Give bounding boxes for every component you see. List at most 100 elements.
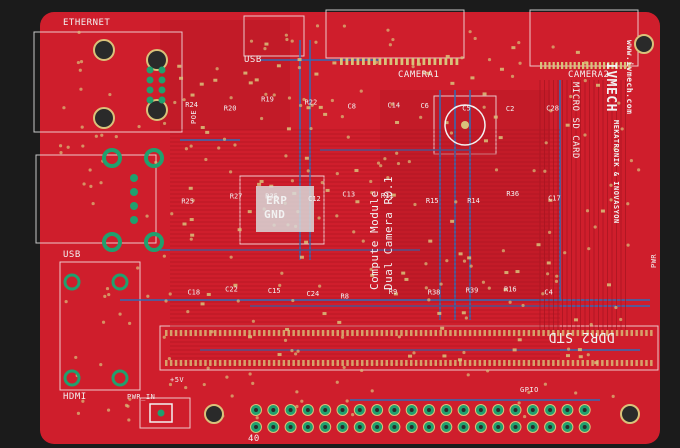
smd-pad xyxy=(337,320,342,324)
via xyxy=(346,135,350,139)
via xyxy=(222,137,227,141)
mounting-hole xyxy=(146,49,168,71)
via xyxy=(162,335,166,339)
component-outline xyxy=(159,325,659,371)
gpio-drill xyxy=(513,408,518,412)
via xyxy=(182,98,186,102)
usb-pin xyxy=(130,202,138,210)
via xyxy=(469,264,473,268)
via xyxy=(517,40,521,45)
via xyxy=(76,411,81,416)
ddr2-pad xyxy=(439,360,442,366)
via xyxy=(486,369,490,373)
ddr2-pad xyxy=(635,360,638,366)
camera1-pad xyxy=(356,58,360,65)
component-ref: R39 xyxy=(466,286,479,294)
ddr2-pad xyxy=(493,330,496,336)
via xyxy=(285,37,289,42)
ddr2-pad xyxy=(307,360,310,366)
via xyxy=(424,286,428,290)
smd-pad xyxy=(213,78,218,82)
ddr2-pad xyxy=(263,330,266,336)
camera1-pad xyxy=(389,58,393,65)
ddr2-pad xyxy=(365,330,369,336)
ddr2-pad xyxy=(209,330,212,336)
via xyxy=(62,106,66,110)
component-ref: R35 xyxy=(265,192,278,200)
via xyxy=(462,350,466,355)
smd-pad xyxy=(200,126,205,130)
via xyxy=(543,382,547,386)
gpio-drill xyxy=(513,425,518,429)
label-usb-side: USB xyxy=(63,250,81,260)
via xyxy=(583,79,587,83)
via xyxy=(283,338,288,342)
smd-pad xyxy=(189,218,194,222)
via xyxy=(617,101,621,105)
board-mount-hole xyxy=(634,34,654,54)
gpio-drill xyxy=(582,408,587,412)
via xyxy=(79,60,84,64)
ddr2-pad xyxy=(566,330,570,336)
via xyxy=(388,43,392,47)
via xyxy=(335,380,339,384)
via xyxy=(543,169,547,173)
via xyxy=(189,144,193,148)
via xyxy=(464,316,468,320)
ddr2-pad xyxy=(640,360,643,366)
ethernet-pin xyxy=(158,86,166,94)
ddr2-pad xyxy=(557,360,560,366)
component-ref: R36 xyxy=(506,190,519,198)
ddr2-pad xyxy=(184,360,188,366)
camera1-pad xyxy=(433,58,437,65)
camera1-pad xyxy=(455,58,459,65)
inductor-center xyxy=(461,121,469,129)
ddr2-pad xyxy=(405,330,408,336)
via xyxy=(136,266,140,270)
smd-pad xyxy=(237,228,242,232)
ddr2-pad xyxy=(606,360,609,366)
gpio-drill xyxy=(478,408,483,412)
smd-pad xyxy=(483,139,488,143)
smd-pad xyxy=(393,292,398,296)
ddr2-pad xyxy=(463,330,467,336)
ddr2-pad xyxy=(277,330,281,336)
camera2-pad xyxy=(603,62,606,69)
smd-pad xyxy=(297,58,302,62)
gpio-drill xyxy=(409,425,414,429)
ddr2-pad xyxy=(400,330,403,336)
ddr2-pad xyxy=(204,330,207,336)
ddr2-pad xyxy=(576,360,580,366)
camera2-pad xyxy=(590,62,593,69)
via xyxy=(202,382,206,387)
via xyxy=(369,179,373,184)
ddr2-pad xyxy=(312,360,315,366)
via xyxy=(99,362,103,367)
ddr2-pad xyxy=(292,330,295,336)
camera1-pad xyxy=(400,58,404,65)
smd-pad xyxy=(595,83,600,87)
gpio-drill xyxy=(357,408,362,412)
via xyxy=(614,305,618,310)
via xyxy=(249,39,254,43)
gpio-drill xyxy=(392,408,397,412)
smd-pad xyxy=(314,72,319,76)
ddr2-pad xyxy=(512,330,516,336)
via xyxy=(306,169,310,173)
via xyxy=(386,175,390,180)
via xyxy=(501,249,505,253)
smd-pad xyxy=(286,127,291,131)
camera2-pad xyxy=(552,62,555,69)
camera2-pad xyxy=(556,62,559,69)
via xyxy=(186,310,190,314)
via xyxy=(290,348,294,353)
ddr2-pad xyxy=(179,360,183,366)
via xyxy=(290,179,295,183)
ddr2-pad xyxy=(331,360,335,366)
ddr2-pad xyxy=(356,360,359,366)
ddr2-pad xyxy=(365,360,369,366)
ddr2-pad xyxy=(454,360,457,366)
smd-pad xyxy=(401,271,406,275)
ddr2-pad xyxy=(547,330,550,336)
